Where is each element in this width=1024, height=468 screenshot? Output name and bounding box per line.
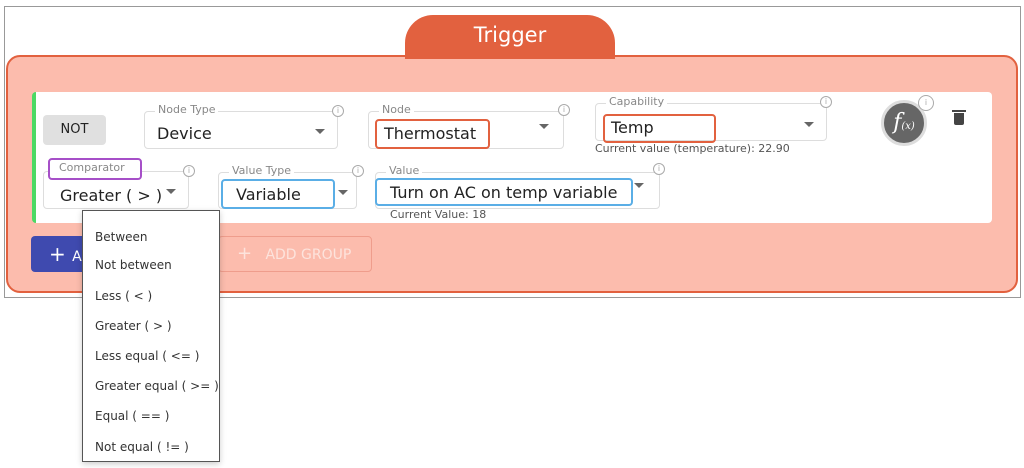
menu-item-equal[interactable]: Equal ( == )	[95, 409, 170, 423]
info-icon[interactable]: i	[183, 165, 195, 177]
add-group-label: ADD GROUP	[265, 247, 352, 263]
fx-icon: f	[893, 110, 902, 135]
frame-top-border	[4, 6, 1021, 7]
value-label: Value	[386, 164, 423, 177]
info-icon[interactable]: i	[820, 96, 832, 108]
plus-icon: +	[49, 242, 66, 266]
chevron-down-icon	[634, 183, 644, 188]
comparator-dropdown-menu: Between Not between Less ( < ) Greater (…	[82, 210, 220, 462]
not-button[interactable]: NOT	[43, 115, 106, 145]
menu-item-less-equal[interactable]: Less equal ( <= )	[95, 349, 200, 363]
comparator-label: Comparator	[59, 161, 125, 174]
chevron-down-icon	[539, 124, 549, 129]
capability-select[interactable]: Capability Temp	[595, 95, 827, 141]
chevron-down-icon	[338, 190, 348, 195]
plus-icon: +	[237, 243, 253, 264]
capability-highlight	[603, 114, 716, 143]
value-type-value: Variable	[236, 185, 301, 204]
delete-icon[interactable]	[952, 110, 966, 125]
capability-label: Capability	[606, 95, 668, 108]
menu-item-greater[interactable]: Greater ( > )	[95, 319, 172, 333]
add-label: A	[72, 249, 82, 265]
menu-item-between[interactable]: Between	[95, 230, 148, 244]
info-icon[interactable]: i	[653, 163, 665, 175]
value-highlight: Turn on AC on temp variable	[375, 178, 633, 206]
value-type-label: Value Type	[229, 164, 294, 177]
node-type-value: Device	[157, 124, 212, 143]
outer-frame	[4, 6, 1021, 298]
node-type-label: Node Type	[155, 103, 219, 116]
value-type-highlight: Variable	[221, 179, 335, 209]
chevron-down-icon	[804, 122, 814, 127]
add-condition-button[interactable]: + A	[31, 236, 91, 272]
menu-item-not-between[interactable]: Not between	[95, 258, 172, 272]
comparator-highlight: Comparator	[48, 158, 142, 180]
chevron-down-icon	[166, 189, 176, 194]
value-value: Turn on AC on temp variable	[390, 183, 618, 202]
add-group-button[interactable]: + ADD GROUP	[218, 236, 372, 272]
value-current-value: Current Value: 18	[390, 208, 487, 221]
node-type-select[interactable]: Node Type Device	[144, 103, 338, 149]
info-icon[interactable]: i	[332, 105, 344, 117]
fx-sub: (x)	[901, 121, 915, 132]
comparator-value: Greater ( > )	[60, 186, 163, 205]
menu-item-greater-equal[interactable]: Greater equal ( >= )	[95, 379, 219, 393]
menu-item-not-equal[interactable]: Not equal ( != )	[95, 440, 189, 454]
node-value: Thermostat	[384, 124, 477, 143]
capability-value: Temp	[611, 118, 654, 137]
chevron-down-icon	[315, 129, 325, 134]
trigger-title: Trigger	[405, 15, 615, 59]
info-icon[interactable]: i	[352, 165, 364, 177]
node-highlight	[375, 119, 490, 149]
capability-current-value: Current value (temperature): 22.90	[595, 142, 790, 155]
info-icon[interactable]: i	[918, 95, 934, 111]
node-label: Node	[379, 103, 414, 116]
info-icon[interactable]: i	[558, 104, 570, 116]
menu-item-less[interactable]: Less ( < )	[95, 289, 153, 303]
